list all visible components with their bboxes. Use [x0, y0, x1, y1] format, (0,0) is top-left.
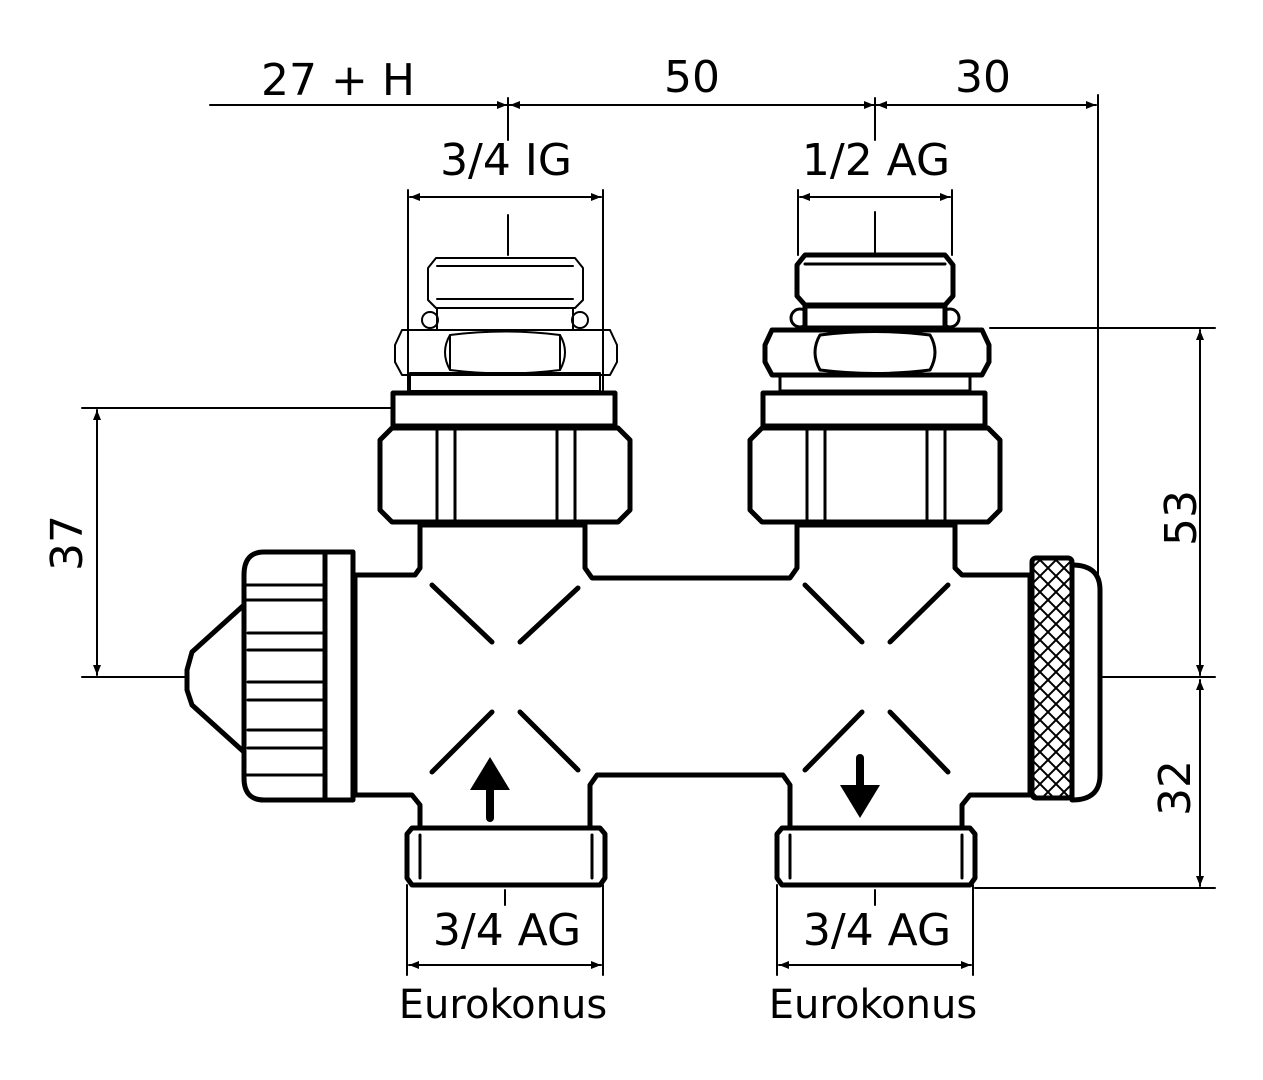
- connector-top-left: [377, 257, 633, 525]
- knurled-cap-right: [1029, 555, 1103, 803]
- connector-bottom-right: [774, 825, 978, 888]
- thread-label-bottom-right: 3/4 AG: [803, 905, 951, 956]
- connector-top-right: [747, 252, 1003, 525]
- standard-label-bottom-left: Eurokonus: [399, 982, 607, 1028]
- dimension-left-height: 37: [42, 515, 93, 571]
- dimension-right-upper: 53: [1156, 490, 1207, 546]
- thread-label-top-right: 1/2 AG: [802, 135, 950, 186]
- thread-label-top-left: 3/4 IG: [440, 135, 572, 186]
- standard-label-bottom-right: Eurokonus: [769, 982, 977, 1028]
- dimension-right-lower: 32: [1150, 760, 1201, 816]
- valve-body: [352, 522, 1033, 831]
- flow-arrow-up-icon: [470, 757, 510, 822]
- thread-label-bottom-left: 3/4 AG: [433, 905, 581, 956]
- labels: 27 + H 50 30 3/4 IG 1/2 AG 37 53 32 3/4 …: [42, 52, 1207, 1028]
- dimension-top-right: 30: [955, 52, 1011, 103]
- dimension-top-left: 27 + H: [261, 55, 415, 106]
- dimension-top-middle: 50: [664, 52, 720, 103]
- connector-bottom-left: [404, 825, 608, 888]
- flow-arrow-down-icon: [840, 754, 880, 818]
- dimension-lines: [81, 94, 1216, 976]
- handwheel-cap-left: [184, 549, 356, 803]
